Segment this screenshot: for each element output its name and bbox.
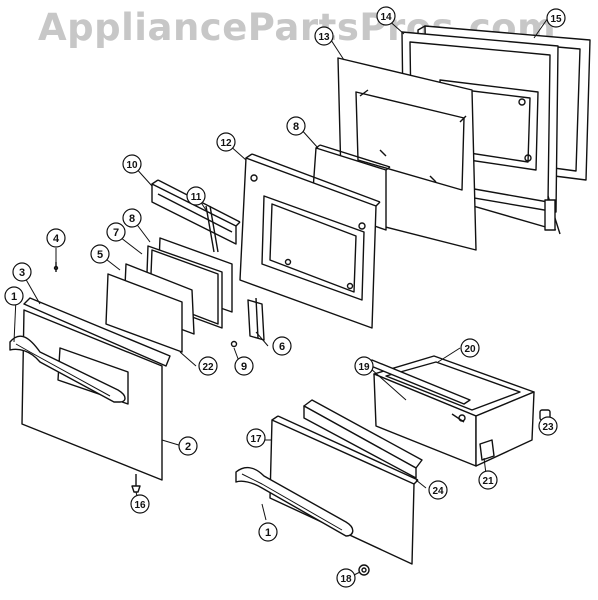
callout-circle bbox=[460, 338, 480, 358]
part-6-hinge bbox=[247, 297, 265, 341]
callout-circle bbox=[122, 208, 142, 228]
part-number-label: 6 bbox=[279, 341, 285, 353]
callout-circle bbox=[538, 416, 558, 436]
part-16-leveling-leg bbox=[131, 474, 141, 493]
part-number-label: 19 bbox=[358, 362, 370, 373]
callout-circle bbox=[234, 356, 254, 376]
callout-p6: 6 bbox=[272, 336, 292, 356]
callout-p1a: 1 bbox=[4, 286, 24, 306]
callout-p8b: 8 bbox=[122, 208, 142, 228]
part-number-label: 8 bbox=[293, 121, 299, 133]
part-11-strip bbox=[205, 205, 219, 253]
callout-p23: 23 bbox=[538, 416, 558, 436]
part-number-label: 18 bbox=[340, 574, 352, 585]
callout-circle bbox=[198, 356, 218, 376]
part-number-label: 11 bbox=[191, 192, 202, 203]
callout-p17: 17 bbox=[246, 428, 266, 448]
part-number-label: 13 bbox=[318, 32, 330, 43]
callout-p24: 24 bbox=[428, 480, 448, 500]
callout-p16: 16 bbox=[130, 494, 150, 514]
callout-circle bbox=[272, 336, 292, 356]
part-number-label: 7 bbox=[113, 227, 119, 239]
part-number-label: 5 bbox=[97, 249, 103, 261]
leader-lines bbox=[13, 17, 549, 577]
part-number-label: 20 bbox=[464, 344, 476, 355]
callout-p21: 21 bbox=[478, 470, 498, 490]
callout-circle bbox=[4, 286, 24, 306]
part-number-label: 8 bbox=[129, 213, 135, 225]
part-number-label: 2 bbox=[185, 441, 191, 453]
callout-p13: 13 bbox=[314, 26, 334, 46]
part-number-label: 16 bbox=[134, 500, 146, 511]
callout-circle bbox=[106, 222, 126, 242]
part-number-label: 1 bbox=[265, 527, 271, 539]
part-number-label: 23 bbox=[542, 422, 554, 433]
callout-p9: 9 bbox=[234, 356, 254, 376]
callout-circle bbox=[186, 186, 206, 206]
callout-circle bbox=[178, 436, 198, 456]
callout-circle bbox=[216, 132, 236, 152]
callout-p22: 22 bbox=[198, 356, 218, 376]
callout-p5: 5 bbox=[90, 244, 110, 264]
callout-circle bbox=[90, 244, 110, 264]
callout-circle bbox=[246, 428, 266, 448]
part-24-drawer-trim bbox=[303, 399, 423, 479]
callout-circle bbox=[314, 26, 334, 46]
callout-p4: 4 bbox=[46, 228, 66, 248]
part-number-label: 15 bbox=[550, 14, 562, 25]
callout-p8a: 8 bbox=[286, 116, 306, 136]
callout-circle bbox=[376, 6, 396, 26]
callout-p12: 12 bbox=[216, 132, 236, 152]
part-number-label: 22 bbox=[202, 362, 214, 373]
part-17-drawer-front bbox=[269, 415, 419, 565]
part-21-glide bbox=[479, 439, 495, 461]
callout-circle bbox=[546, 8, 566, 28]
callout-circle bbox=[286, 116, 306, 136]
part-number-label: 14 bbox=[380, 12, 392, 23]
callout-p18: 18 bbox=[336, 568, 356, 588]
callout-circle bbox=[258, 522, 278, 542]
callout-circle bbox=[354, 356, 374, 376]
callout-p3: 3 bbox=[12, 262, 32, 282]
callout-p1b: 1 bbox=[258, 522, 278, 542]
callout-p15: 15 bbox=[546, 8, 566, 28]
callout-p11: 11 bbox=[186, 186, 206, 206]
part-12-inner-door-panel bbox=[239, 153, 381, 329]
callout-circle bbox=[122, 154, 142, 174]
part-3-vent-trim bbox=[23, 297, 171, 367]
part-4-screw bbox=[53, 262, 59, 272]
part-18-bolt bbox=[358, 564, 370, 576]
callout-circle bbox=[336, 568, 356, 588]
part-number-label: 12 bbox=[220, 138, 232, 149]
part-1-door-handle bbox=[9, 335, 126, 403]
callout-circle bbox=[46, 228, 66, 248]
part-1-drawer-handle bbox=[235, 466, 354, 537]
callout-circle bbox=[478, 470, 498, 490]
callout-p7: 7 bbox=[106, 222, 126, 242]
callout-p14: 14 bbox=[376, 6, 396, 26]
part-number-label: 9 bbox=[241, 361, 247, 373]
callout-p2: 2 bbox=[178, 436, 198, 456]
part-number-label: 21 bbox=[482, 476, 494, 487]
part-number-label: 10 bbox=[126, 160, 138, 171]
part-number-label: 24 bbox=[432, 486, 444, 497]
callout-p20: 20 bbox=[460, 338, 480, 358]
part-number-label: 4 bbox=[53, 233, 60, 245]
callout-p19: 19 bbox=[354, 356, 374, 376]
callout-circle bbox=[428, 480, 448, 500]
callout-circle bbox=[130, 494, 150, 514]
part-number-label: 17 bbox=[250, 434, 262, 445]
callout-p10: 10 bbox=[122, 154, 142, 174]
part-number-label: 1 bbox=[11, 291, 17, 303]
part-5-glass-panel bbox=[105, 263, 195, 353]
part-9-screw bbox=[230, 340, 238, 348]
part-2-front-door bbox=[21, 309, 163, 481]
part-number-label: 3 bbox=[19, 267, 25, 279]
callout-circle bbox=[12, 262, 32, 282]
